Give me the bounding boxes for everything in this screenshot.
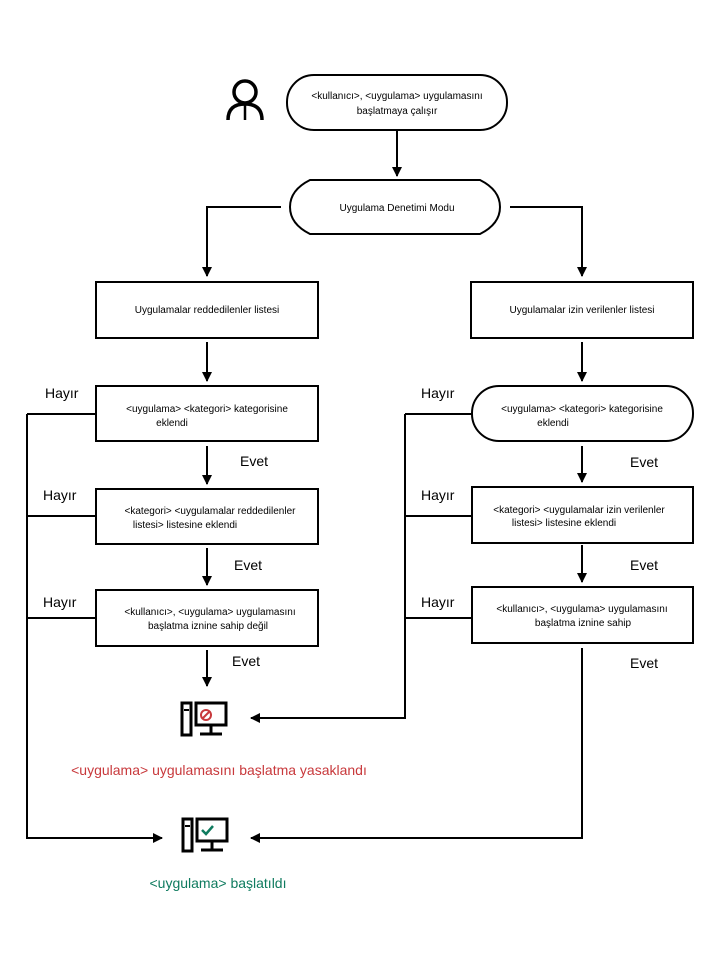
label-no-6: Hayır [421, 594, 455, 610]
label-yes-2: Evet [234, 557, 262, 573]
allow-category-text-2: eklendi [537, 418, 569, 429]
user-icon [226, 79, 264, 121]
allow-category-check-node: <uygulama> <kategori> kategorisine eklen… [471, 385, 694, 442]
mode-node-text: Uygulama Denetimi Modu [339, 203, 454, 214]
start-node-text-2: başlatmaya çalışır [357, 106, 438, 117]
label-yes-6: Evet [630, 655, 658, 671]
mode-node: Uygulama Denetimi Modu [288, 179, 502, 235]
deny-list-check-text-1: <kategori> <uygulamalar reddedilenler [125, 506, 297, 517]
allow-list-node: Uygulamalar izin verilenler listesi [470, 281, 694, 339]
deny-category-text-2: eklendi [156, 418, 188, 429]
allow-list-check-text-1: <kategori> <uygulamalar izin verilenler [493, 505, 665, 516]
label-no-1: Hayır [45, 385, 79, 401]
connectors [26, 130, 587, 843]
label-no-3: Hayır [43, 594, 77, 610]
allow-list-check-node: <kategori> <uygulamalar izin verilenler … [471, 486, 694, 544]
label-yes-3: Evet [232, 653, 260, 669]
allow-user-text-1: <kullanıcı>, <uygulama> uygulamasını [496, 604, 667, 615]
deny-list-check-text-2: listesi> listesine eklendi [133, 520, 237, 531]
start-node: <kullanıcı>, <uygulama> uygulamasını baş… [286, 74, 508, 131]
start-node-text-1: <kullanıcı>, <uygulama> uygulamasını [311, 91, 482, 102]
deny-list-node: Uygulamalar reddedilenler listesi [95, 281, 319, 339]
allow-user-text-2: başlatma iznine sahip [535, 618, 632, 629]
allow-user-check-node: <kullanıcı>, <uygulama> uygulamasını baş… [471, 586, 694, 644]
label-yes-1: Evet [240, 453, 268, 469]
computer-blocked-icon [180, 701, 228, 737]
allow-category-text-1: <uygulama> <kategori> kategorisine [501, 404, 663, 415]
deny-category-text-1: <uygulama> <kategori> kategorisine [126, 404, 288, 415]
result-started-text: <uygulama> başlatıldı [150, 875, 287, 891]
deny-user-check-node: <kullanıcı>, <uygulama> uygulamasını baş… [95, 589, 319, 647]
deny-list-text: Uygulamalar reddedilenler listesi [135, 305, 280, 316]
deny-user-text-2: başlatma iznine sahip değil [148, 621, 268, 632]
label-no-4: Hayır [421, 385, 455, 401]
allow-list-check-text-2: listesi> listesine eklendi [512, 518, 616, 529]
label-yes-5: Evet [630, 557, 658, 573]
deny-list-check-node: <kategori> <uygulamalar reddedilenler li… [95, 488, 319, 545]
allow-list-text: Uygulamalar izin verilenler listesi [509, 305, 654, 316]
edge-labels: Hayır Hayır Hayır Hayır Hayır Hayır Evet… [43, 385, 658, 671]
result-blocked-text: <uygulama> uygulamasını başlatma yasakla… [71, 762, 367, 778]
label-no-5: Hayır [421, 487, 455, 503]
deny-category-check-node: <uygulama> <kategori> kategorisine eklen… [95, 385, 319, 442]
computer-allowed-icon [181, 817, 229, 853]
label-yes-4: Evet [630, 454, 658, 470]
deny-user-text-1: <kullanıcı>, <uygulama> uygulamasını [124, 607, 295, 618]
label-no-2: Hayır [43, 487, 77, 503]
